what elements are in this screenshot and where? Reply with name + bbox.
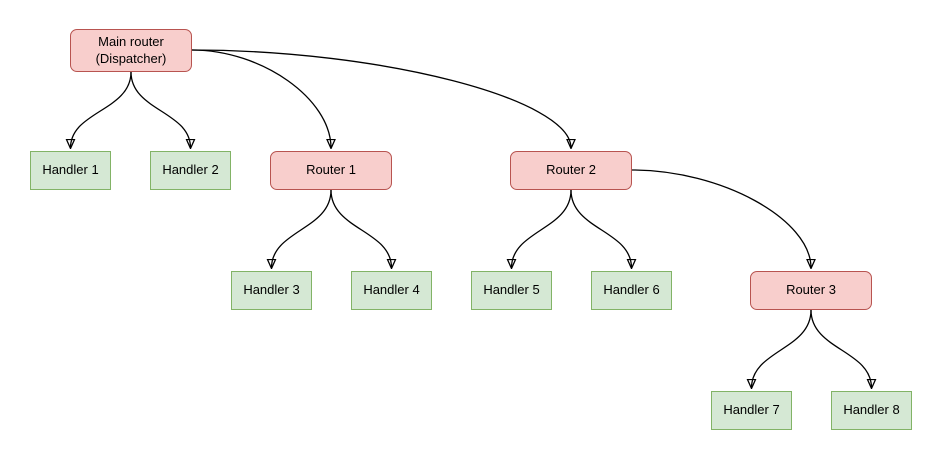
node-handler-8-label: Handler 8 [843, 402, 900, 418]
node-handler-1: Handler 1 [30, 151, 111, 190]
node-router-3: Router 3 [750, 271, 872, 310]
node-handler-4: Handler 4 [351, 271, 432, 310]
edge-main-router-to-router-2 [191, 49, 571, 148]
node-router-1: Router 1 [270, 151, 392, 190]
edge-main-router-to-router-1 [191, 49, 331, 148]
node-router-2-label: Router 2 [546, 162, 596, 178]
node-handler-7-label: Handler 7 [723, 402, 780, 418]
node-handler-6-label: Handler 6 [603, 282, 660, 298]
node-handler-5-label: Handler 5 [483, 282, 540, 298]
node-handler-4-label: Handler 4 [363, 282, 420, 298]
edge-router-2-to-router-3 [631, 169, 811, 268]
edge-router-2-to-handler-6 [570, 189, 632, 268]
edge-router-3-to-handler-7 [752, 309, 812, 388]
edge-router-2-to-handler-5 [512, 189, 572, 268]
node-handler-6: Handler 6 [591, 271, 672, 310]
node-router-2: Router 2 [510, 151, 632, 190]
edge-main-router-to-handler-2 [130, 71, 191, 148]
edge-router-3-to-handler-8 [810, 309, 872, 388]
node-handler-2-label: Handler 2 [162, 162, 219, 178]
node-router-1-label: Router 1 [306, 162, 356, 178]
node-handler-8: Handler 8 [831, 391, 912, 430]
node-handler-2: Handler 2 [150, 151, 231, 190]
edge-router-1-to-handler-4 [330, 189, 392, 268]
node-handler-3-label: Handler 3 [243, 282, 300, 298]
edge-main-router-to-handler-1 [71, 71, 132, 148]
node-router-3-label: Router 3 [786, 282, 836, 298]
edge-router-1-to-handler-3 [272, 189, 332, 268]
node-handler-3: Handler 3 [231, 271, 312, 310]
node-handler-7: Handler 7 [711, 391, 792, 430]
node-handler-1-label: Handler 1 [42, 162, 99, 178]
node-main-router-label: Main router (Dispatcher) [95, 33, 167, 66]
node-handler-5: Handler 5 [471, 271, 552, 310]
node-main-router: Main router (Dispatcher) [70, 29, 192, 72]
